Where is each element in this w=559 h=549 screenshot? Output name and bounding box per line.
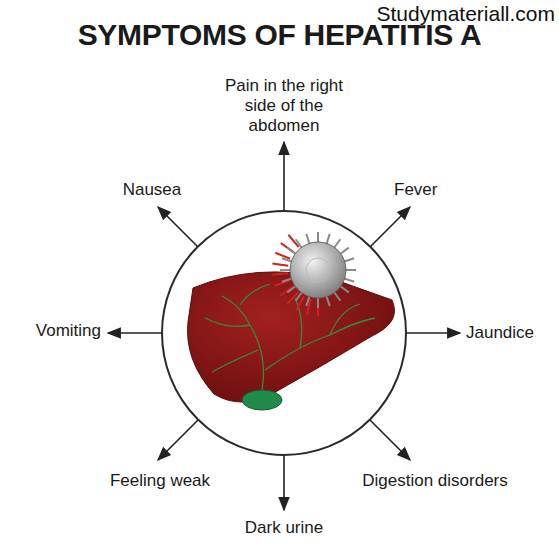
watermark: Studymateriall.com — [376, 2, 555, 26]
virus — [280, 232, 356, 308]
symptom-label: Feeling weak — [110, 471, 210, 491]
symptom-label: Digestion disorders — [362, 471, 508, 491]
frame-circle — [162, 211, 406, 455]
symptom-label: Pain in the right side of the abdomen — [222, 76, 346, 136]
symptom-label: Jaundice — [466, 323, 534, 343]
symptom-label: Nausea — [123, 180, 182, 200]
arrows — [108, 142, 460, 510]
gallbladder — [242, 390, 282, 410]
liver — [188, 272, 395, 402]
liver-veins — [205, 284, 375, 390]
symptom-label: Dark urine — [245, 518, 323, 538]
symptom-label: Fever — [394, 180, 437, 200]
symptom-label: Vomiting — [36, 321, 101, 341]
